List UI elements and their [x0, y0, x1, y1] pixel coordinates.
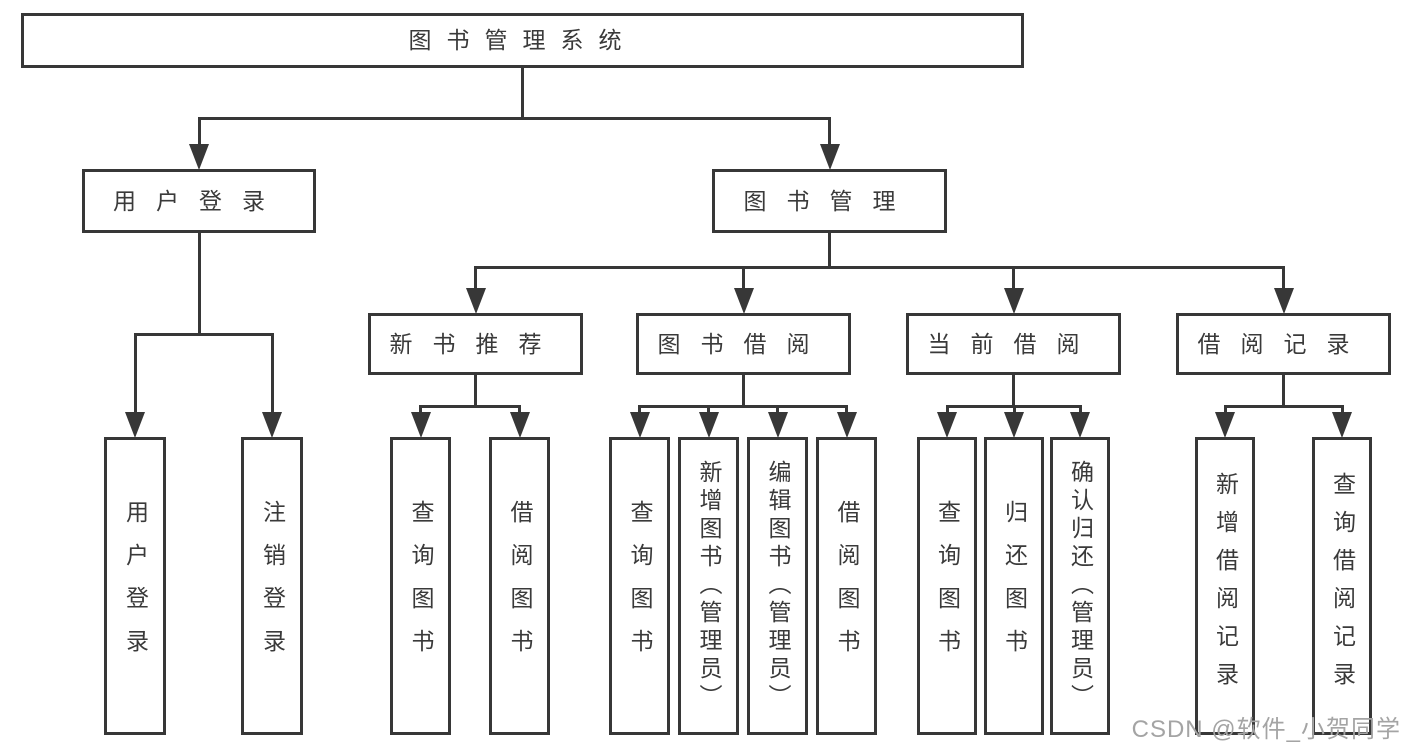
connector-line: [270, 333, 274, 415]
connector-line: [133, 333, 274, 336]
connector-line: [1223, 405, 1227, 415]
connector-line: [1223, 405, 1344, 408]
connector-line: [197, 117, 831, 120]
node-leaf-borrow-books-recommend: 借阅图书: [489, 437, 550, 735]
arrow-down-icon: [465, 288, 486, 314]
node-leaf-query-books-current: 查询图书: [917, 437, 977, 735]
node-borrowing-records: 借阅记录: [1176, 313, 1391, 375]
connector-line: [197, 233, 201, 336]
node-leaf-query-books-borrowing: 查询图书: [609, 437, 670, 735]
arrow-down-icon: [262, 412, 282, 438]
arrow-down-icon: [509, 412, 530, 438]
connector-line: [742, 266, 745, 291]
arrow-down-icon: [1003, 288, 1024, 314]
connector-line: [521, 68, 524, 120]
connector-line: [638, 405, 848, 408]
connector-line: [419, 405, 422, 415]
connector-line: [474, 375, 477, 408]
connector-line: [828, 117, 831, 147]
node-book-borrowing: 图书借阅: [636, 313, 851, 375]
connector-line: [1340, 405, 1344, 415]
connector-line: [133, 333, 137, 415]
node-leaf-borrow-books-borrowing: 借阅图书: [816, 437, 877, 735]
connector-line: [518, 405, 521, 415]
connector-line: [707, 405, 710, 415]
connector-line: [1012, 405, 1016, 415]
connector-line: [1078, 405, 1082, 415]
node-leaf-add-borrow-record: 新增借阅记录: [1195, 437, 1255, 735]
watermark: CSDN @软件_小贺同学: [1131, 716, 1401, 743]
connector-line: [845, 405, 848, 415]
connector-line: [474, 266, 477, 291]
arrow-down-icon: [836, 412, 857, 438]
node-system-root: 图书管理系统: [21, 13, 1024, 68]
node-leaf-confirm-return-admin: 确认归还（管理员）: [1050, 437, 1110, 735]
node-leaf-logout: 注销登录: [241, 437, 303, 735]
arrow-down-icon: [1004, 412, 1024, 438]
connector-line: [742, 375, 745, 408]
arrow-down-icon: [1332, 412, 1352, 438]
node-new-book-recommend: 新书推荐: [368, 313, 583, 375]
node-leaf-edit-books-admin: 编辑图书（管理员）: [747, 437, 808, 735]
connector-line: [1282, 375, 1285, 408]
arrow-down-icon: [937, 412, 957, 438]
connector-line: [1012, 266, 1015, 291]
node-user-login: 用户登录: [82, 169, 316, 233]
connector-line: [828, 233, 831, 269]
connector-line: [474, 266, 1285, 269]
connector-line: [419, 405, 521, 408]
connector-line: [945, 405, 949, 415]
node-book-management: 图书管理: [712, 169, 947, 233]
arrow-down-icon: [189, 144, 209, 170]
arrow-down-icon: [125, 412, 145, 438]
node-current-borrowing: 当前借阅: [906, 313, 1121, 375]
node-leaf-return-books: 归还图书: [984, 437, 1044, 735]
node-leaf-query-books-recommend: 查询图书: [390, 437, 451, 735]
arrow-down-icon: [629, 412, 650, 438]
node-leaf-query-borrow-record: 查询借阅记录: [1312, 437, 1372, 735]
arrow-down-icon: [767, 412, 788, 438]
arrow-down-icon: [819, 144, 840, 170]
connector-line: [638, 405, 641, 415]
arrow-down-icon: [1273, 288, 1294, 314]
arrow-down-icon: [1215, 412, 1235, 438]
connector-line: [776, 405, 779, 415]
arrow-down-icon: [698, 412, 719, 438]
arrow-down-icon: [733, 288, 754, 314]
connector-line: [1282, 266, 1285, 291]
arrow-down-icon: [1070, 412, 1090, 438]
connector-line: [197, 117, 201, 147]
node-leaf-user-login: 用户登录: [104, 437, 166, 735]
connector-line: [1012, 375, 1015, 408]
node-leaf-add-books-admin: 新增图书（管理员）: [678, 437, 739, 735]
arrow-down-icon: [410, 412, 431, 438]
